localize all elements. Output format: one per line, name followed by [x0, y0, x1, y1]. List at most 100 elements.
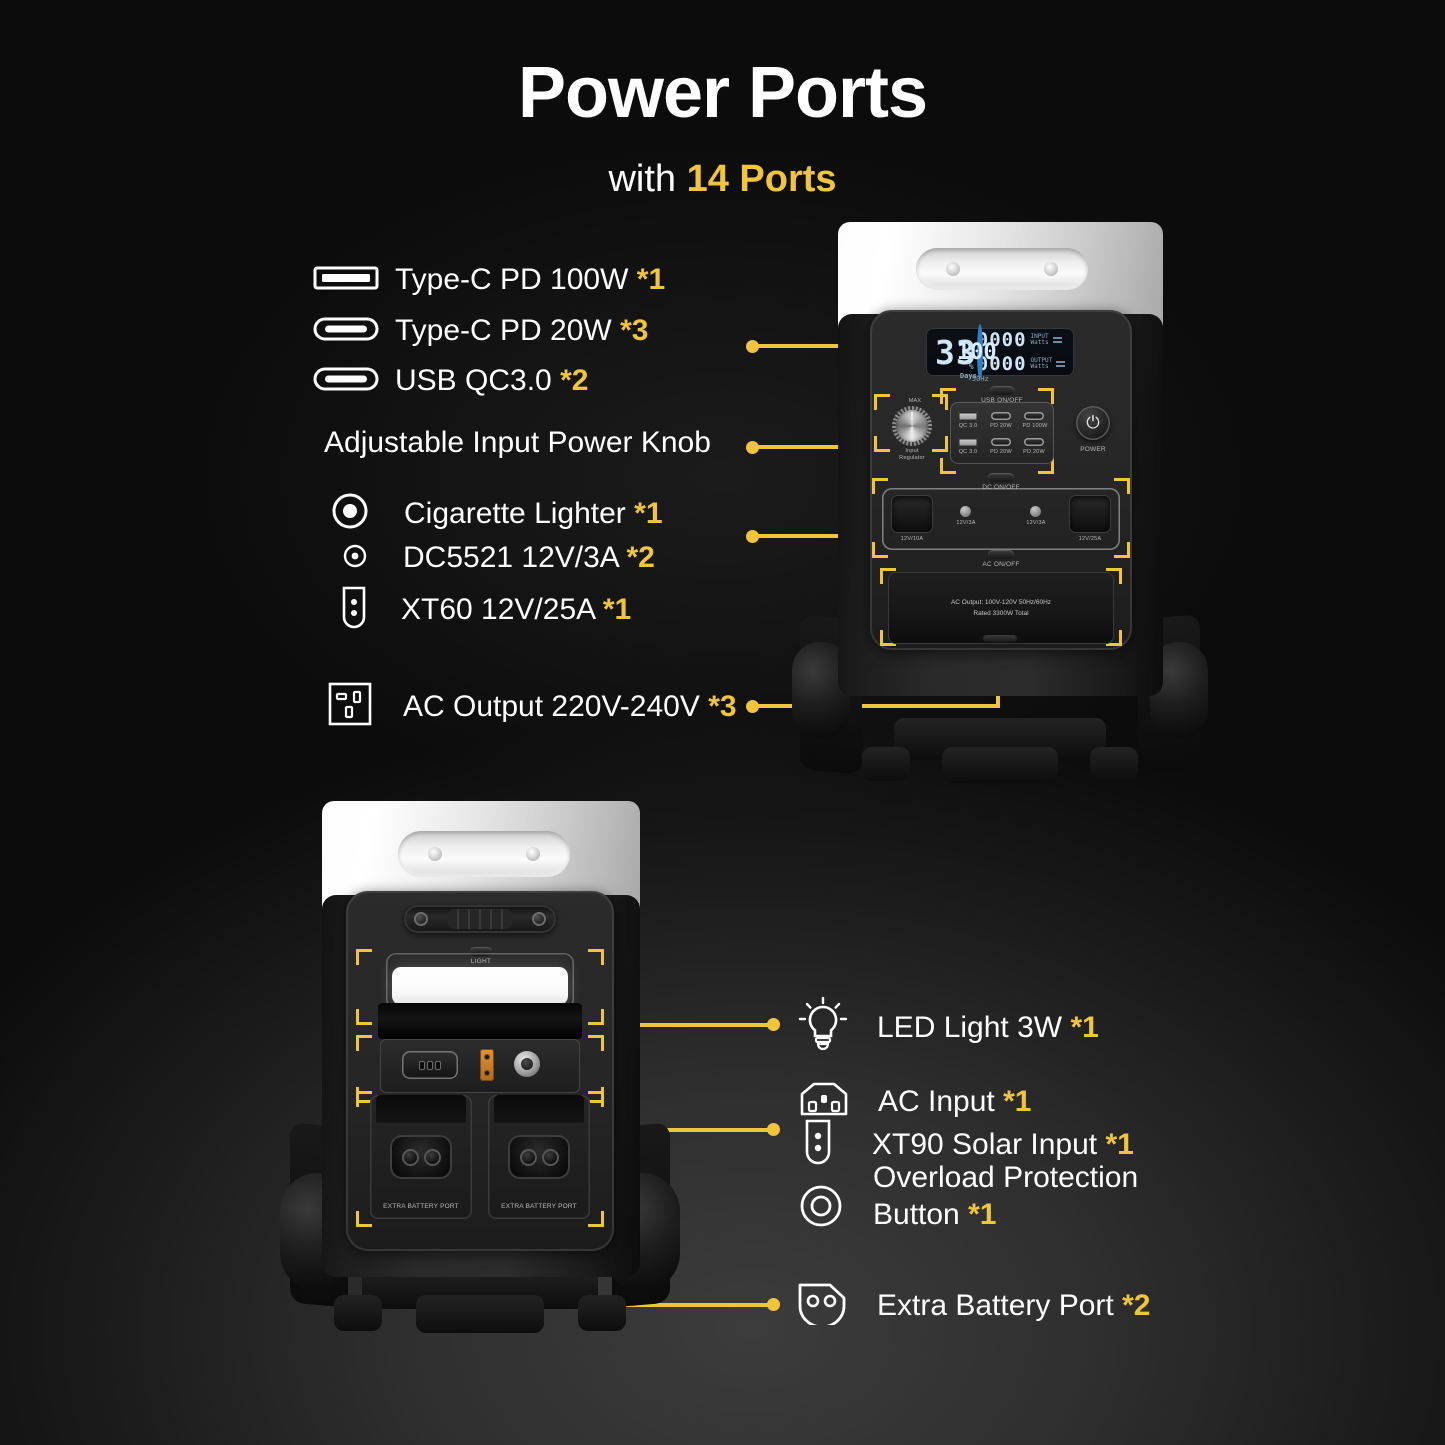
- dc-round-port-right[interactable]: [1030, 506, 1041, 517]
- label-text-xt60: XT60 12V/25A: [401, 592, 595, 626]
- lcd-input-row: 0000 INPUT Watts: [977, 330, 1065, 350]
- ac-output-cover[interactable]: AC Output: 100V-120V 50Hz/60Hz Rated 330…: [888, 572, 1114, 644]
- device-rear-foot-right: [578, 1295, 626, 1331]
- label-row-input-knob: Adjustable Input Power Knob: [324, 425, 711, 462]
- dc-socket-left[interactable]: [892, 496, 932, 532]
- rear-top-handle[interactable]: [404, 905, 556, 933]
- knob-notch: [911, 412, 913, 420]
- usb-port-qc30-bottom[interactable]: [958, 438, 978, 447]
- label-row-overload-protection: Overload Protection Button *1: [797, 1160, 1138, 1235]
- light-shelf: [378, 1003, 582, 1039]
- dc-on-off-switch[interactable]: [988, 473, 1014, 482]
- bracket-inlet-tl: [356, 1035, 372, 1051]
- usb-on-off-switch[interactable]: [990, 386, 1014, 395]
- usb-port-pd20w-bottom[interactable]: [1024, 438, 1044, 446]
- usb-port-label-pd20w-top: PD 20W: [990, 423, 1012, 429]
- usb-port-label-pd20w-mid: PD 20W: [990, 449, 1012, 455]
- leader-dot-battery: [767, 1298, 780, 1311]
- usb-port-label-pd20w-bottom: PD 20W: [1023, 449, 1045, 455]
- ac-cover-latch[interactable]: [983, 635, 1017, 642]
- battery-connector-left[interactable]: [390, 1135, 452, 1179]
- usb-port-qc30-top[interactable]: [958, 412, 978, 421]
- lcd-hz-label: 50Hz: [971, 375, 989, 383]
- bracket-battery-tl: [356, 1091, 372, 1107]
- power-button-label: POWER: [1080, 446, 1106, 453]
- lcd-input-label: INPUT: [1030, 332, 1049, 340]
- label-row-xt60: XT60 12V/25A *1: [340, 585, 631, 634]
- device-front-control-panel: 33 Days 100 % 50Hz 0000 INPUT Watts: [870, 310, 1132, 650]
- ac-input-socket[interactable]: [402, 1051, 458, 1079]
- iec-pin-right: [436, 1061, 440, 1069]
- dc-output-panel: 12V/10A 12V/3A 12V/3A 12V/25A: [882, 488, 1120, 550]
- label-text-extra-battery: Extra Battery Port: [877, 1288, 1114, 1322]
- subtitle-prefix: with: [608, 158, 687, 200]
- lcd-percent-symbol: %: [968, 362, 974, 371]
- bracket-dc-bl: [872, 542, 888, 558]
- battery-bay-right-lid[interactable]: [494, 1095, 584, 1123]
- ac-inlet-icon: [798, 1080, 850, 1123]
- label-qty-led-light: *1: [1070, 1010, 1099, 1044]
- power-button[interactable]: ⏻: [1076, 406, 1110, 440]
- usb-port-pd100w[interactable]: [1024, 412, 1044, 420]
- usb-port-block: QC 3.0 PD 20W PD 100W QC 3.0 PD 20W PD 2…: [950, 402, 1054, 464]
- lcd-output-unit: Watts: [1030, 363, 1049, 370]
- dc-socket-right-label: 12V/25A: [1078, 536, 1102, 542]
- iec-pin-center: [428, 1061, 432, 1069]
- bracket-battery-br: [588, 1211, 604, 1227]
- bracket-ac-br: [1106, 630, 1122, 646]
- ac-cover-line1: AC Output: 100V-120V 50Hz/60Hz: [950, 599, 1052, 606]
- battery-bay-right[interactable]: EXTRA BATTERY PORT: [488, 1095, 590, 1219]
- bracket-battery-tr: [588, 1091, 604, 1107]
- lcd-watt-readouts: 0000 INPUT Watts 0000 OUTPUT Watts: [977, 330, 1066, 374]
- rear-handle-hole-left: [428, 847, 442, 861]
- usb-switch-label: USB ON/OFF: [981, 397, 1023, 404]
- bracket-battery-bl: [356, 1211, 372, 1227]
- overload-protection-button[interactable]: [514, 1051, 540, 1077]
- label-row-dc5521: DC5521 12V/3A *2: [342, 541, 655, 575]
- label-text-overload-line2: Button: [873, 1197, 960, 1231]
- label-qty-cigarette-lighter: *1: [634, 496, 663, 530]
- battery-bay-left-lid[interactable]: [376, 1095, 466, 1123]
- dc-socket-right[interactable]: [1070, 496, 1110, 532]
- device-front-carry-handle: [916, 248, 1088, 290]
- light-switch[interactable]: [470, 947, 492, 956]
- usb-port-pd20w-mid[interactable]: [991, 438, 1011, 446]
- label-qty-xt60: *1: [602, 592, 632, 626]
- led-light-panel[interactable]: [392, 967, 568, 1005]
- label-qty-type-c-20w: *3: [620, 314, 649, 347]
- lcd-ring-arc: [976, 324, 983, 380]
- page-subtitle: with 14 Ports: [0, 158, 1445, 201]
- label-qty-overload: *1: [968, 1197, 997, 1231]
- device-front-foot-center: [942, 747, 1058, 783]
- device-rear-carry-handle: [398, 831, 570, 877]
- usb-port-pd20w-top[interactable]: [991, 412, 1011, 420]
- battery-bay-left[interactable]: EXTRA BATTERY PORT: [370, 1095, 472, 1219]
- bracket-light-br: [588, 1009, 604, 1025]
- label-text-usb-qc30: USB QC3.0: [395, 364, 552, 397]
- label-text-xt90-solar: XT90 Solar Input: [872, 1127, 1098, 1161]
- input-regulator-knob[interactable]: [892, 406, 932, 446]
- label-row-usb-qc30: USB QC3.0 *2: [313, 364, 588, 398]
- dc-round-port-left[interactable]: [960, 506, 971, 517]
- dc-round-port-left-label: 12V/3A: [956, 520, 976, 526]
- battery-connector-right[interactable]: [508, 1135, 570, 1179]
- bracket-light-tl: [356, 949, 372, 965]
- knob-label-line2: Regulator: [899, 455, 925, 461]
- device-front-foot-right: [1090, 747, 1138, 781]
- xt90-solar-input-port[interactable]: [480, 1049, 494, 1081]
- battery-connector-right-pin1: [519, 1148, 537, 1166]
- bracket-knob-br: [932, 436, 948, 452]
- leader-dot-input: [767, 1123, 780, 1136]
- label-row-ac-output: AC Output 220V-240V *3: [327, 681, 737, 732]
- lcd-days-unit: Days: [959, 371, 977, 380]
- label-qty-type-c-100w: *1: [636, 263, 666, 296]
- handle-screw-left: [414, 912, 428, 926]
- label-row-type-c-20w: Type-C PD 20W *3: [313, 314, 648, 348]
- label-row-ac-input: AC Input *1: [798, 1080, 1031, 1123]
- bracket-ac-bl: [880, 630, 896, 646]
- label-qty-xt90-solar: *1: [1105, 1127, 1134, 1161]
- bracket-inlet-tr: [588, 1035, 604, 1051]
- label-qty-usb-qc30: *2: [560, 364, 589, 397]
- dc5521-icon: [342, 543, 368, 574]
- ac-on-off-switch[interactable]: [988, 550, 1014, 559]
